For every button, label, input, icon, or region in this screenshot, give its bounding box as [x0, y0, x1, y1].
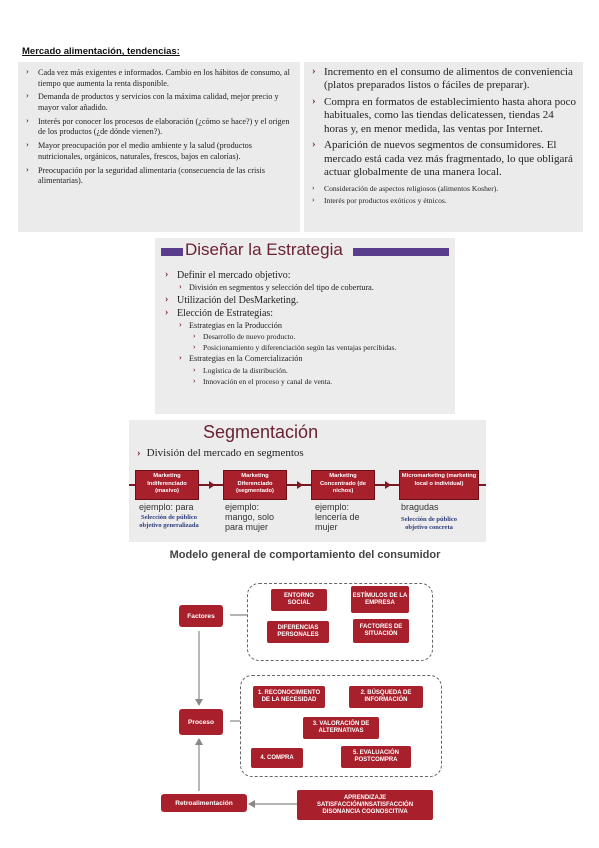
segment-box-4: Micromarketing (marketing local o indivi…	[399, 470, 479, 500]
segment-example-1: ejemplo: para	[139, 502, 194, 512]
list-item: Definir el mercado objetivo:	[163, 268, 451, 282]
step-postpurchase: 5. EVALUACIÓN POSTCOMPRA	[341, 746, 411, 768]
process-group	[240, 675, 442, 777]
factor-situation: FACTORES DE SITUACIÓN	[353, 619, 409, 643]
list-item: Interés por conocer los procesos de elab…	[24, 116, 294, 138]
left-bullet-list: Cada vez más exigentes e informados. Cam…	[24, 67, 294, 187]
list-item: Desarrollo de nuevo producto.	[163, 330, 451, 342]
list-item: Cada vez más exigentes e informados. Cam…	[24, 67, 294, 89]
consumer-model: Modelo general de comportamiento del con…	[155, 549, 455, 834]
list-item: Compra en formatos de establecimiento ha…	[310, 95, 577, 136]
side-process: Proceso	[179, 709, 223, 735]
list-item: Mayor preocupación por el medio ambiente…	[24, 140, 294, 162]
page-heading: Mercado alimentación, tendencias:	[22, 46, 180, 57]
title-bar-left	[161, 248, 183, 256]
factor-social: ENTORNO SOCIAL	[271, 589, 327, 611]
segment-example-2: ejemplo: mango, solo para mujer	[225, 502, 275, 532]
strategy-list: Definir el mercado objetivo:División en …	[163, 268, 451, 387]
factor-company: ESTÍMULOS DE LA EMPRESA	[351, 586, 409, 613]
list-item: Posicionamiento y diferenciación según l…	[163, 341, 451, 353]
strategy-slide: Diseñar la Estrategia Definir el mercado…	[155, 238, 455, 414]
factor-personal: DIFERENCIAS PERSONALES	[267, 621, 329, 643]
list-item: Demanda de productos y servicios con la …	[24, 91, 294, 113]
list-item: Aparición de nuevos segmentos de consumi…	[310, 138, 577, 179]
list-item: Utilización del DesMarketing.	[163, 293, 451, 307]
segment-example-4: bragudas	[401, 502, 439, 512]
segmentation-subtitle: División del mercado en segmentos	[137, 447, 304, 459]
arrow-head-2	[297, 481, 303, 489]
segmentation-slide: Segmentación División del mercado en seg…	[129, 420, 486, 542]
arrow-to-feedback	[248, 800, 255, 808]
segmentation-title: Segmentación	[203, 422, 319, 442]
arrow-up-process	[195, 738, 203, 745]
feedback-box: APRENDIZAJE SATISFACCIÓN/INSATISFACCIÓN …	[297, 790, 433, 820]
list-item: Interés por productos exóticos y étnicos…	[310, 194, 577, 206]
model-title: Modelo general de comportamiento del con…	[169, 549, 441, 561]
side-factors: Factores	[179, 605, 223, 627]
title-bar-right	[353, 248, 449, 256]
step-search: 2. BÚSQUEDA DE INFORMACIÓN	[349, 686, 423, 708]
step-purchase: 4. COMPRA	[251, 748, 303, 768]
trends-right-panel: Incremento en el consumo de alimentos de…	[304, 62, 583, 232]
list-item: Consideración de aspectos religiosos (al…	[310, 182, 577, 194]
arrow-head-3	[385, 481, 391, 489]
factors-group	[247, 583, 433, 661]
list-item: Elección de Estrategias:	[163, 306, 451, 320]
arrow-to-process	[195, 699, 203, 706]
segment-example-3: ejemplo: lencería de mujer	[315, 502, 360, 532]
model-connectors	[195, 614, 297, 808]
list-item: Incremento en el consumo de alimentos de…	[310, 65, 577, 93]
list-item: Estrategias en la Producción	[163, 319, 451, 332]
trends-left-panel: Cada vez más exigentes e informados. Cam…	[18, 62, 300, 232]
strategy-title: Diseñar la Estrategia	[185, 240, 343, 259]
right-bullet-list: Incremento en el consumo de alimentos de…	[310, 65, 577, 179]
segment-box-3: Marketing Concentrado (de nichos)	[311, 470, 375, 500]
right-sub-list: Consideración de aspectos religiosos (al…	[310, 182, 577, 206]
list-item: División en segmentos y selección del ti…	[163, 281, 451, 294]
list-item: Innovación en el proceso y canal de vent…	[163, 375, 451, 387]
segment-box-2: Marketing Diferenciado (segmentado)	[223, 470, 287, 500]
list-item: Logística de la distribución.	[163, 364, 451, 376]
segment-note-general: Selección de público objetivo generaliza…	[139, 514, 199, 529]
step-recognition: 1. RECONOCIMIENTO DE LA NECESIDAD	[253, 686, 325, 708]
side-feedback: Retroalimentación	[161, 794, 247, 812]
list-item: Estrategias en la Comercialización	[163, 352, 451, 365]
segment-box-1: Marketing Indiferenciado (masivo)	[135, 470, 199, 500]
arrow-head-1	[209, 481, 215, 489]
list-item: Preocupación por la seguridad alimentari…	[24, 164, 294, 187]
segment-note-concrete: Selección de público objetivo concreta	[401, 516, 457, 531]
step-evaluation: 3. VALORACIÓN DE ALTERNATIVAS	[303, 717, 379, 739]
